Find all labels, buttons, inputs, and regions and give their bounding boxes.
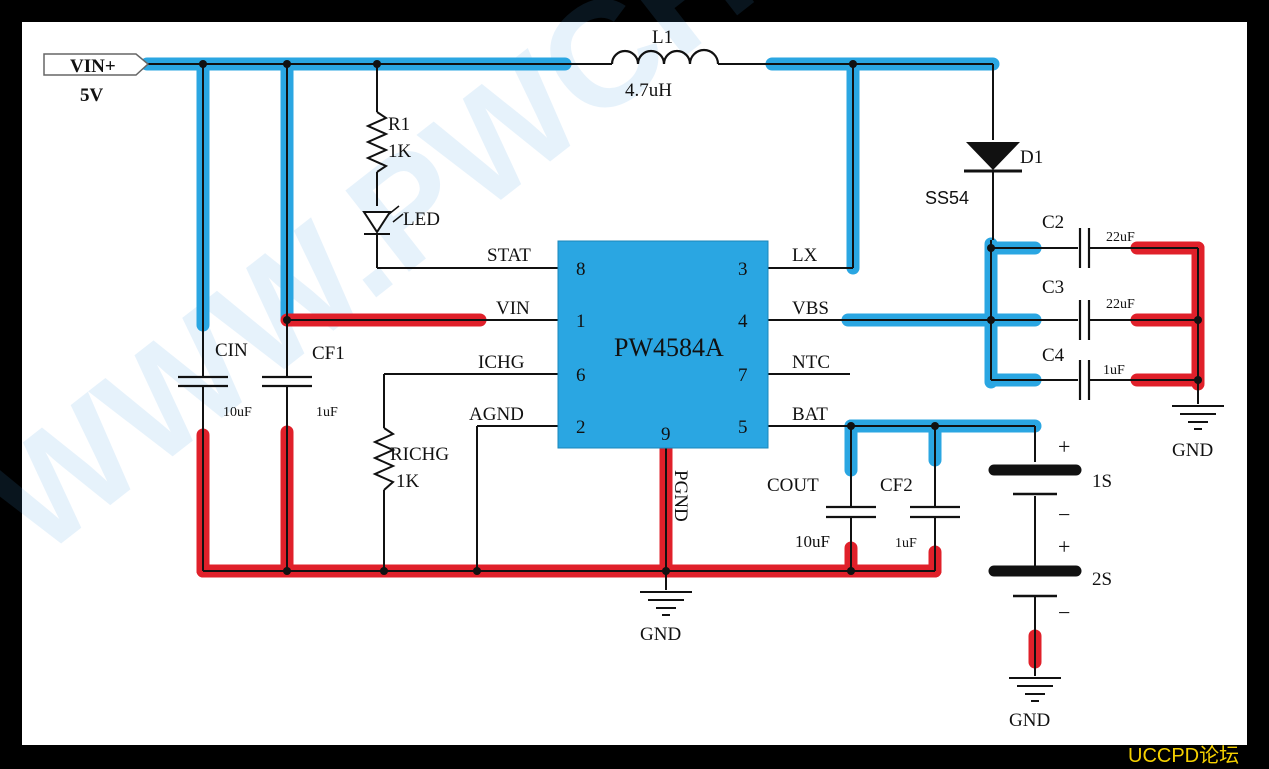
c3-ref: C3 [1042,277,1064,298]
pin-6-number: 6 [576,365,586,386]
capacitor-c2: C2 22uF [1042,212,1135,268]
battery-2s-minus: − [1058,600,1070,625]
pin-stat-label: STAT [487,245,531,266]
capacitor-cout: COUT 10uF [767,475,876,551]
capacitor-cf1: CF1 1uF [262,343,345,420]
ground-symbol-battery [1009,677,1061,702]
vin-port-label: VIN+ [70,56,116,77]
pin-8-number: 8 [576,259,586,280]
pin-5-number: 5 [738,417,748,438]
cf1-ref: CF1 [312,343,345,364]
pin-2-number: 2 [576,417,586,438]
capacitor-c3: C3 22uF [1042,277,1135,340]
cf1-value: 1uF [316,405,338,420]
c2-ref: C2 [1042,212,1064,233]
led-ref: LED [403,209,440,230]
d1-ref: D1 [1020,147,1043,168]
vin-voltage-label: 5V [80,85,104,106]
pin-4-number: 4 [738,311,748,332]
capacitor-c4: C4 1uF [1042,345,1125,400]
c4-ref: C4 [1042,345,1065,366]
richg-ref: RICHG [390,444,449,465]
capacitor-cf2: CF2 1uF [880,475,960,551]
pin-lx-label: LX [792,245,818,266]
resistor-richg: RICHG 1K [372,427,449,492]
pin-9-number: 9 [661,424,671,445]
resistor-r1: R1 1K [365,111,412,173]
battery-stack: + − + − 1S 2S [988,434,1112,625]
ground-symbol-chip [640,591,692,616]
junctions [199,60,1202,575]
pin-agnd-label: AGND [469,404,524,425]
pin-7-number: 7 [738,365,748,386]
battery-2s-plus: + [1058,534,1070,559]
c3-value: 22uF [1106,297,1135,312]
pin-1-number: 1 [576,311,586,332]
d1-part: SS54 [925,188,969,208]
pin-3-number: 3 [738,259,748,280]
led: LED [362,205,440,235]
chip-name: PW4584A [614,333,724,362]
pin-vbs-label: VBS [792,298,829,319]
battery-1s-label: 1S [1092,471,1112,492]
battery-1s-plus: + [1058,434,1070,459]
cin-value: 10uF [223,405,252,420]
l1-ref: L1 [652,27,673,48]
chip-pw4584a: PW4584A 8 1 6 2 3 4 7 5 9 [557,240,769,449]
c4-value: 1uF [1103,363,1125,378]
gnd-label-output-caps: GND [1172,440,1213,461]
r1-ref: R1 [388,114,410,135]
ground-symbol-output-caps [1172,405,1224,430]
richg-value: 1K [396,471,420,492]
battery-1s-minus: − [1058,502,1070,527]
r1-value: 1K [388,141,412,162]
cout-ref: COUT [767,475,819,496]
vin-input-port: VIN+ 5V [43,53,150,106]
c2-value: 22uF [1106,230,1135,245]
cin-ref: CIN [215,340,248,361]
inductor-l1: L1 4.7uH [610,27,720,101]
pin-ichg-label: ICHG [478,352,525,373]
pin-bat-label: BAT [792,404,828,425]
battery-2s-label: 2S [1092,569,1112,590]
footer-brand: UCCPD论坛 [1128,744,1239,767]
diode-d1: D1 SS54 [925,142,1043,208]
capacitor-cin: CIN 10uF [178,340,252,420]
gnd-label-chip: GND [640,624,681,645]
gnd-label-battery: GND [1009,710,1050,731]
l1-value: 4.7uH [625,80,672,101]
pin-vin-label: VIN [496,298,530,319]
pin-ntc-label: NTC [792,352,830,373]
cf2-ref: CF2 [880,475,913,496]
pin-pgnd-label: PGND [670,470,691,522]
cf2-value: 1uF [895,536,917,551]
cout-value: 10uF [795,532,830,551]
